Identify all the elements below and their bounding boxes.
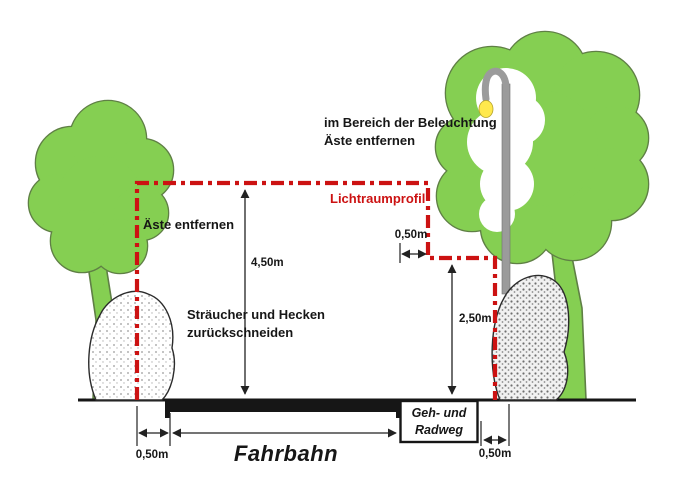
ground [78,398,636,444]
lighting-note-line2: Äste entfernen [324,133,416,148]
shrubs-note-line2: zurückschneiden [187,325,294,340]
path-box [399,399,479,444]
dim-right-shoulder-label: 0,50m [478,448,512,460]
shrubs-note: Sträucher und Hecken zurückschneiden [187,306,325,342]
dimension-arrows [138,189,507,445]
roadway-label: Fahrbahn [233,441,339,466]
lamp-light-icon [478,100,494,118]
clearance-profile-label: Lichtraumprofil [330,191,426,206]
roadway-surface [165,399,401,418]
dimension-extension-lines [136,243,510,446]
lamp-arm [481,67,510,103]
dim-left-shoulder-label: 0,50m [135,449,169,461]
lamp-pole [501,83,511,295]
lighting-note: im Bereich der Beleuchtung Äste entferne… [324,114,497,150]
dim-path-height-label: 2,50m [459,313,492,325]
path-box-label-line2: Radweg [415,423,463,437]
branches-note: Äste entfernen [143,217,235,232]
dim-path-offset-label: 0,50m [394,229,428,241]
path-box-label: Geh- und Radweg [401,405,477,439]
left-bush [88,290,176,401]
clearance-profile-outline [134,180,498,400]
dim-clear-height-label: 4,50m [251,257,284,269]
shrubs-note-line1: Sträucher und Hecken [187,307,325,322]
path-box-label-line1: Geh- und [411,406,467,420]
right-bush [491,274,570,401]
lighting-note-line1: im Bereich der Beleuchtung [324,115,497,130]
street-lamp [478,67,511,295]
